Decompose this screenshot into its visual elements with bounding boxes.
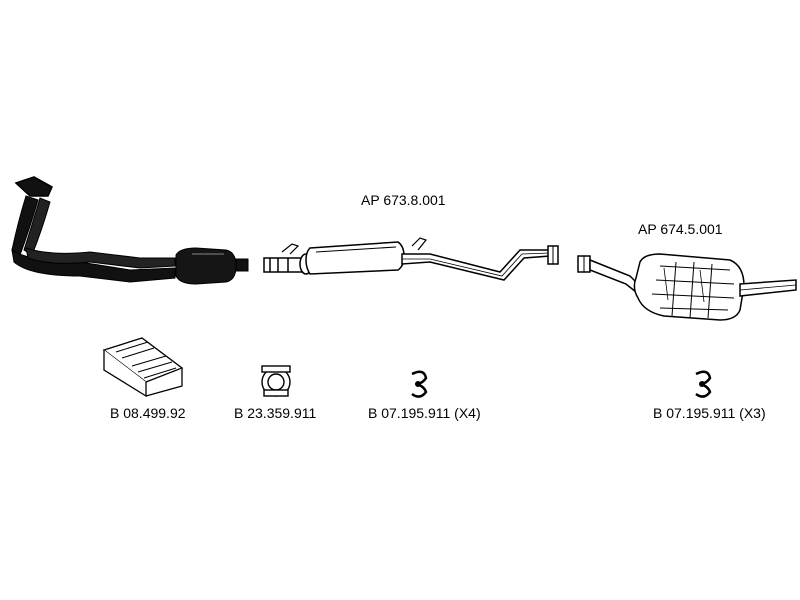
rear-silencer-assembly: [577, 253, 797, 321]
accessory-label-hanger-rear: B 07.195.911 (X3): [653, 405, 766, 421]
hanger-front-quantity: (X4): [454, 405, 481, 421]
accessory-label-clamp: B 23.359.911: [234, 405, 317, 421]
part-label-rear-silencer: AP 674.5.001: [638, 221, 723, 237]
accessory-label-mounting-kit: B 08.499.92: [110, 405, 186, 421]
mounting-kit-box-icon: [102, 337, 184, 398]
hanger-front-part-number: B 07.195.911: [368, 405, 451, 421]
centre-silencer-pipe-assembly: [263, 237, 559, 281]
clamp-icon: [261, 365, 291, 397]
rubber-hanger-icon: [695, 370, 712, 398]
hanger-rear-quantity: (X3): [739, 405, 766, 421]
part-label-front-pipe: AP 673.8.001: [361, 192, 446, 208]
downpipe-catalyst-assembly: [11, 176, 249, 285]
accessory-label-hanger-front: B 07.195.911 (X4): [368, 405, 481, 421]
rubber-hanger-icon: [411, 370, 428, 398]
hanger-rear-part-number: B 07.195.911: [653, 405, 736, 421]
